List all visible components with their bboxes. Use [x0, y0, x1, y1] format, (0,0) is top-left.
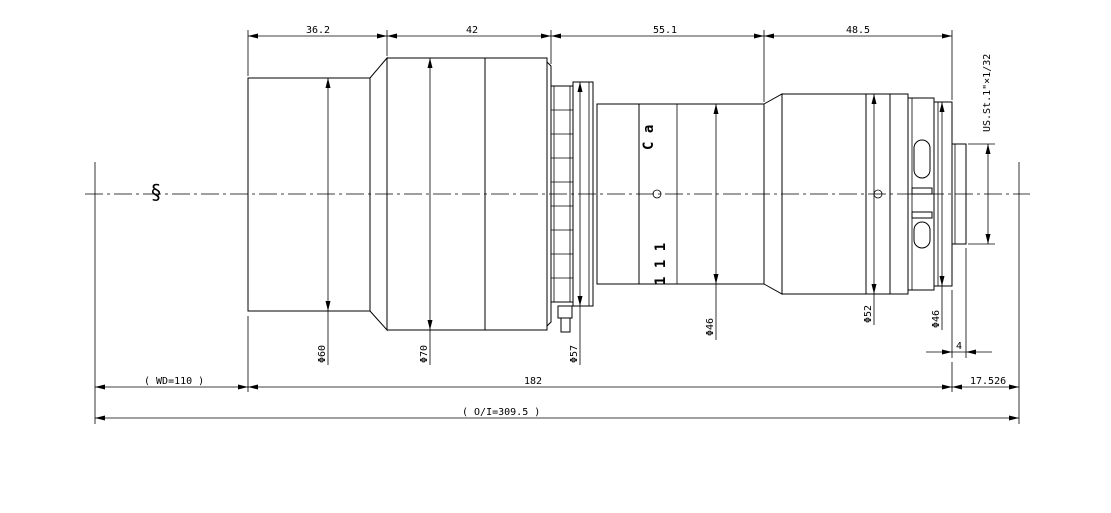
top-dimensions: 36.2 42 55.1 48.5: [247, 25, 953, 102]
bottom-dimensions: ( WD=110 ) 182 17.526 ( O/I=309.5 ): [94, 162, 1020, 424]
front-barrel: [247, 77, 371, 312]
dia-70: Φ70: [419, 345, 430, 363]
dim-4: 4: [956, 341, 962, 352]
dim-182: 182: [524, 376, 542, 387]
dim-wd: ( WD=110 ): [144, 376, 204, 387]
dim-oi: ( O/I=309.5 ): [462, 407, 540, 418]
dim-36-2: 36.2: [306, 25, 330, 36]
rear-barrel: [484, 57, 548, 331]
dim-55-1: 55.1: [653, 25, 677, 36]
lens-body: C a 1 1 1: [247, 56, 967, 333]
dia-52: Φ52: [863, 305, 874, 323]
slot-lower: [913, 221, 931, 249]
mount-thread: [951, 143, 967, 245]
dia-46-rear: Φ46: [931, 310, 942, 328]
knurled-ring: [550, 81, 594, 333]
dim-48-5: 48.5: [846, 25, 870, 36]
flange-dimension: 4: [926, 248, 992, 358]
break-symbol: §: [150, 180, 162, 204]
dim-17-526: 17.526: [970, 376, 1006, 387]
diameter-dimensions: Φ60 Φ70 Φ57 Φ46 Φ52 Φ46: [317, 58, 945, 365]
dia-46-mid: Φ46: [705, 318, 716, 336]
slot-upper: [913, 139, 931, 179]
engraving-bottom: 1 1 1: [653, 243, 669, 285]
dia-57: Φ57: [569, 345, 580, 363]
dia-60: Φ60: [317, 345, 328, 363]
engraving-top: C a: [641, 125, 657, 150]
mid-barrel: C a 1 1 1: [596, 103, 765, 285]
lock-screw: [557, 305, 573, 319]
dim-42: 42: [466, 25, 478, 36]
thread-spec: US.St.1"×1/32: [982, 54, 993, 132]
